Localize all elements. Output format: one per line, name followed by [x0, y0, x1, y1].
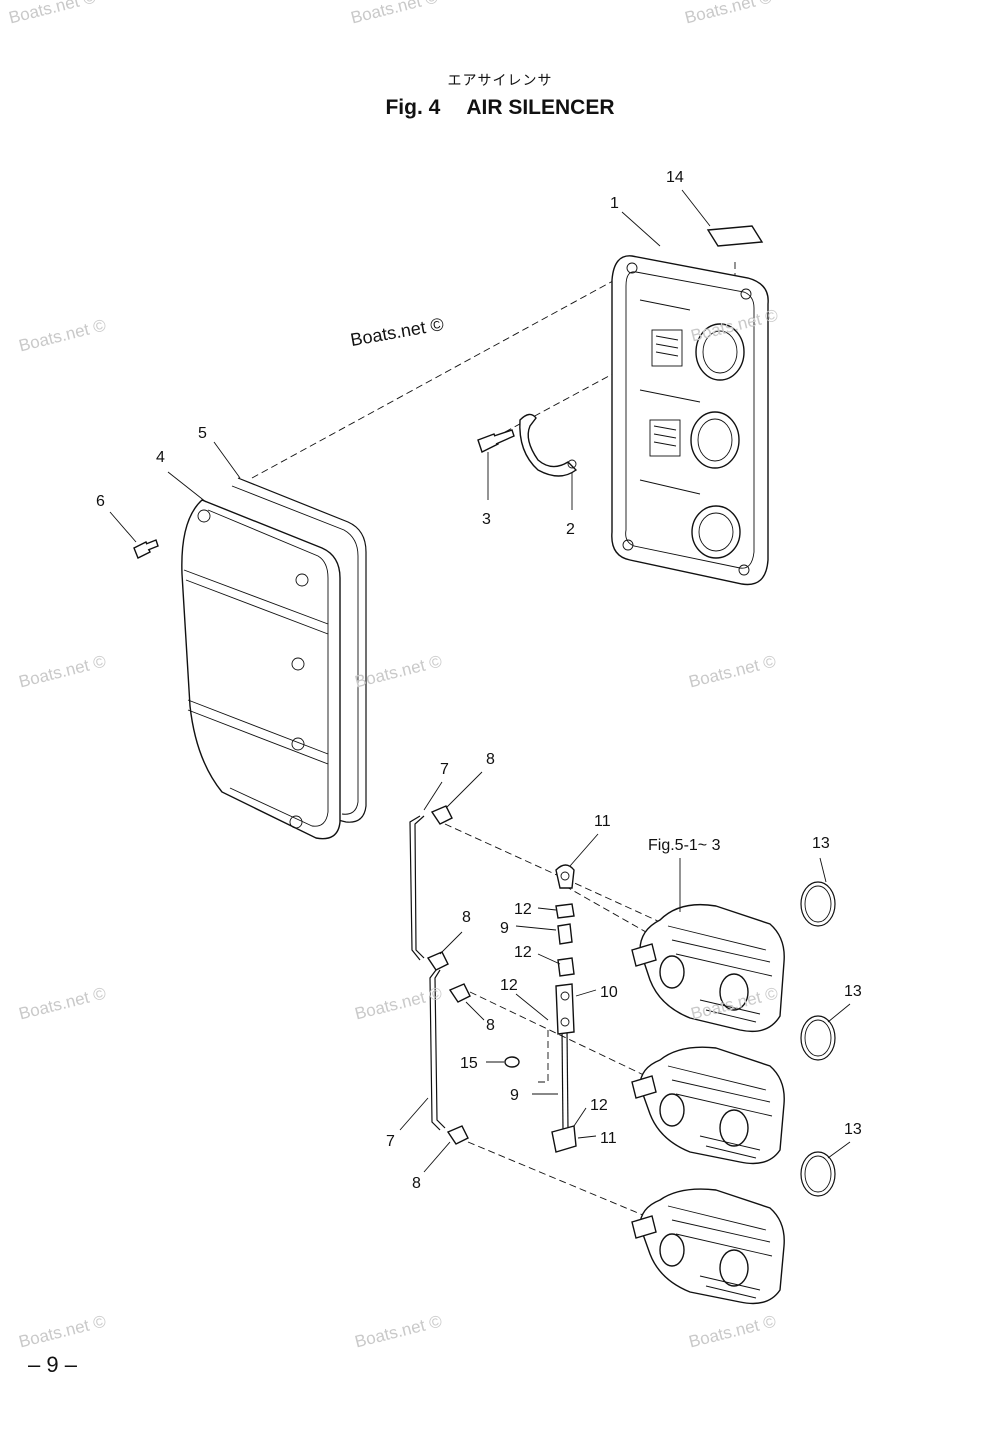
reference-label: Fig.5-1~ 3 — [648, 837, 721, 854]
figure-name: AIR SILENCER — [466, 96, 615, 119]
washer-part — [504, 1056, 520, 1068]
clip-parts — [426, 805, 471, 1145]
callout-11-bottom: 11 — [600, 1130, 617, 1147]
link-rod-lower-part — [429, 969, 446, 1131]
callout-5: 5 — [198, 425, 207, 442]
center-rod-part — [551, 983, 577, 1153]
callout-8-top: 8 — [486, 751, 495, 768]
callout-9-b: 9 — [510, 1087, 519, 1104]
callout-7-lower: 7 — [386, 1133, 395, 1150]
bracket-part — [519, 413, 578, 477]
figure-number: Fig. 4 — [385, 96, 441, 119]
callout-11-top: 11 — [594, 813, 611, 830]
callout-4: 4 — [156, 449, 165, 466]
callout-10: 10 — [600, 984, 618, 1001]
callout-13-bottom: 13 — [844, 1121, 862, 1138]
label-plate-part — [706, 225, 764, 247]
callout-15: 15 — [460, 1055, 478, 1072]
callout-8-bottom: 8 — [412, 1175, 421, 1192]
page-number: – 9 – — [28, 1352, 77, 1377]
link-rod-upper-part — [409, 815, 425, 961]
bolt-part — [477, 429, 515, 453]
callout-12-b: 12 — [514, 944, 532, 961]
carburetor-top-part — [631, 903, 785, 1033]
callout-14: 14 — [666, 169, 684, 186]
callout-6: 6 — [96, 493, 105, 510]
carburetor-middle-part — [631, 1046, 785, 1165]
callout-9-a: 9 — [500, 920, 509, 937]
gasket-part — [231, 477, 367, 823]
carburetor-bottom-part — [631, 1188, 785, 1305]
nut-parts — [555, 903, 575, 977]
callout-8-mid-lower: 8 — [486, 1017, 495, 1034]
silencer-case-part — [611, 255, 769, 586]
callout-12-a: 12 — [514, 901, 532, 918]
callout-12-c: 12 — [500, 977, 518, 994]
japanese-title: エアサイレンサ — [447, 73, 553, 89]
screw-part — [133, 539, 159, 559]
ball-joint-parts — [555, 864, 575, 889]
leader-lines — [109, 189, 851, 1173]
callout-8-mid-upper: 8 — [462, 909, 471, 926]
callout-numbers: 14 1 5 4 6 3 2 7 8 11 12 9 12 8 10 12 8 … — [96, 169, 862, 1192]
callout-2: 2 — [566, 521, 575, 538]
callout-3: 3 — [482, 511, 491, 528]
callout-13-mid: 13 — [844, 983, 862, 1000]
callout-1: 1 — [610, 195, 619, 212]
callout-7-upper: 7 — [440, 761, 449, 778]
figure-title: Fig. 4 AIR SILENCER — [0, 96, 1000, 120]
silencer-cover-part — [181, 499, 341, 840]
o-ring-parts — [800, 881, 836, 1197]
callout-12-d: 12 — [590, 1097, 608, 1114]
callout-13-top: 13 — [812, 835, 830, 852]
assembly-lines — [251, 262, 736, 1219]
